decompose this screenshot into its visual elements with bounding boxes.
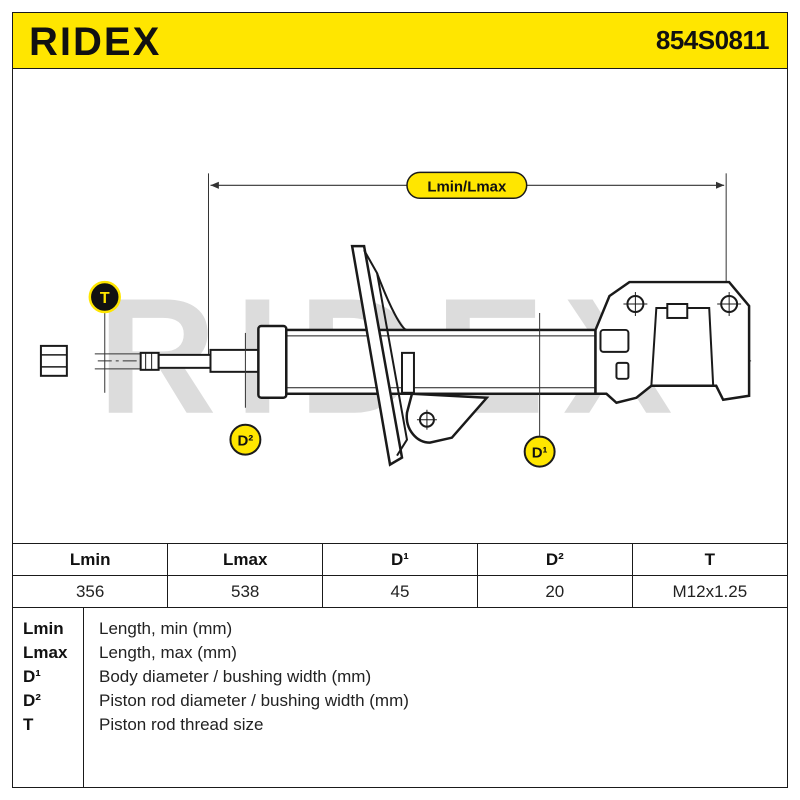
legend-key: T (23, 715, 34, 734)
value-d1: 45 (322, 575, 478, 608)
logo-text: RIDEX (29, 20, 161, 63)
legend-desc: Length, min (mm) (99, 619, 233, 638)
specification-table: Lmin Lmax D¹ D² T 356 538 45 20 M12x1.25 (13, 543, 787, 608)
legend-item: D² Piston rod diameter / bushing width (… (13, 691, 787, 715)
legend-desc: Body diameter / bushing width (mm) (99, 667, 372, 686)
length-callout (406, 171, 528, 200)
legend-key: D¹ (23, 667, 41, 686)
spring-seat (350, 244, 415, 467)
product-sheet: RIDEX 854S0811 RIDEX Lmin/Lmax (12, 12, 788, 788)
part-number: 854S0811 (655, 25, 770, 55)
legend: Lmin Length, min (mm) Lmax Length, max (… (13, 607, 787, 787)
legend-item: Lmin Length, min (mm) (13, 619, 787, 643)
piston-rod (139, 348, 260, 373)
rod-diameter-callout (229, 423, 262, 456)
ridex-logo: RIDEX (29, 20, 161, 63)
length-callout-label: Lmin/Lmax (427, 178, 507, 195)
value-lmax: 538 (167, 575, 324, 608)
brake-hose-bracket (405, 392, 490, 444)
legend-desc: Piston rod thread size (99, 715, 264, 734)
value-lmin: 356 (13, 575, 169, 608)
header-lmax: Lmax (167, 543, 324, 576)
header-d1: D¹ (322, 543, 478, 576)
knuckle-mount (594, 280, 751, 405)
value-t: M12x1.25 (631, 575, 787, 608)
header-lmin: Lmin (13, 543, 169, 576)
legend-desc: Piston rod diameter / bushing width (mm) (99, 691, 409, 710)
nut-icon (39, 344, 68, 377)
rod-diameter-callout-label: D² (238, 433, 254, 450)
table-header-row: Lmin Lmax D¹ D² T (13, 543, 787, 576)
legend-desc: Length, max (mm) (99, 643, 237, 662)
legend-key: Lmin (23, 619, 64, 638)
body-diameter-callout-label: D¹ (532, 445, 548, 462)
header-d2: D² (476, 543, 633, 576)
thread-callout (88, 280, 121, 314)
damper-body (257, 324, 597, 400)
thread-callout-label: T (100, 290, 110, 307)
legend-key: D² (23, 691, 41, 710)
legend-key: Lmax (23, 643, 68, 662)
legend-item: Lmax Length, max (mm) (13, 643, 787, 667)
table-row: 356 538 45 20 M12x1.25 (13, 575, 787, 608)
value-d2: 20 (476, 575, 633, 608)
legend-item: T Piston rod thread size (13, 715, 787, 739)
header-bar: RIDEX 854S0811 (13, 13, 787, 69)
body-diameter-callout (523, 435, 556, 468)
legend-item: D¹ Body diameter / bushing width (mm) (13, 667, 787, 691)
shock-absorber-drawing: RIDEX Lmin/Lmax T D² (39, 171, 752, 468)
header-t: T (631, 543, 787, 576)
legend-divider (83, 607, 84, 787)
